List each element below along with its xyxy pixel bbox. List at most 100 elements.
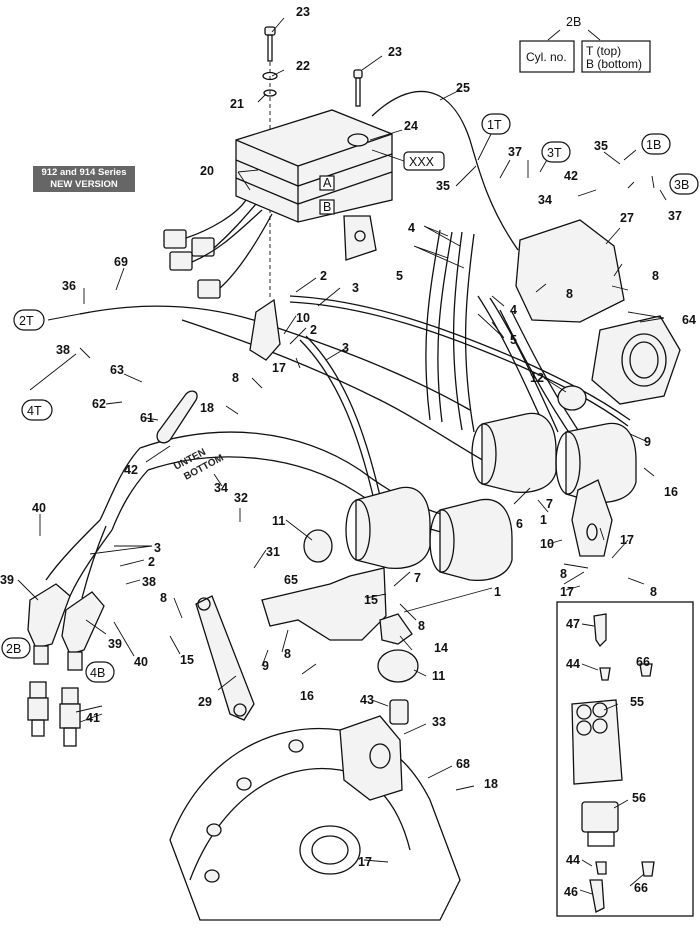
callout-27: 27 bbox=[620, 211, 634, 225]
callout-34: 34 bbox=[214, 481, 228, 495]
crankcase-area bbox=[169, 529, 461, 921]
legend-top-label: T (top) bbox=[586, 44, 621, 58]
callout-18: 18 bbox=[200, 401, 214, 415]
connector-b-label: B bbox=[323, 200, 331, 214]
svg-text:3T: 3T bbox=[547, 146, 562, 160]
part-number-callouts: 23 23 22 21 25 24 20 37 35 35 42 34 37 2… bbox=[0, 5, 696, 899]
callout-44: 44 bbox=[566, 853, 580, 867]
legend-cyl-label: Cyl. no. bbox=[526, 50, 567, 64]
callout-8: 8 bbox=[560, 567, 567, 581]
callout-17: 17 bbox=[272, 361, 286, 375]
callout-68: 68 bbox=[456, 757, 470, 771]
callout-39: 39 bbox=[0, 573, 14, 587]
svg-text:1T: 1T bbox=[487, 118, 502, 132]
callout-3: 3 bbox=[342, 341, 349, 355]
callout-15: 15 bbox=[364, 593, 378, 607]
callout-31: 31 bbox=[266, 545, 280, 559]
callout-4: 4 bbox=[408, 221, 415, 235]
cylinder-tag-2B: 2B bbox=[1, 637, 31, 659]
callout-37: 37 bbox=[508, 145, 522, 159]
callout-69: 69 bbox=[114, 255, 128, 269]
callout-8: 8 bbox=[652, 269, 659, 283]
callout-42: 42 bbox=[564, 169, 578, 183]
legend-code: 2B bbox=[566, 15, 581, 29]
callout-38: 38 bbox=[56, 343, 70, 357]
callout-63: 63 bbox=[110, 363, 124, 377]
callout-8: 8 bbox=[232, 371, 239, 385]
callout-18: 18 bbox=[484, 777, 498, 791]
intake-flange bbox=[515, 219, 681, 411]
callout-65: 65 bbox=[284, 573, 298, 587]
callout-15: 15 bbox=[180, 653, 194, 667]
cylinder-tag-4B: 4B bbox=[85, 661, 115, 683]
svg-text:3B: 3B bbox=[674, 178, 689, 192]
callout-8: 8 bbox=[566, 287, 573, 301]
callout-22: 22 bbox=[296, 59, 310, 73]
callout-8: 8 bbox=[418, 619, 425, 633]
svg-text:2B: 2B bbox=[6, 642, 21, 656]
callout-23: 23 bbox=[296, 5, 310, 19]
callout-2: 2 bbox=[148, 555, 155, 569]
callout-34: 34 bbox=[538, 193, 552, 207]
callout-3: 3 bbox=[352, 281, 359, 295]
callout-7: 7 bbox=[546, 497, 553, 511]
callout-36: 36 bbox=[62, 279, 76, 293]
svg-text:2T: 2T bbox=[19, 314, 34, 328]
coil-front-left bbox=[345, 486, 431, 570]
callout-16: 16 bbox=[300, 689, 314, 703]
callout-25: 25 bbox=[456, 81, 470, 95]
callout-40: 40 bbox=[134, 655, 148, 669]
callout-17: 17 bbox=[620, 533, 634, 547]
callout-20: 20 bbox=[200, 164, 214, 178]
callout-14: 14 bbox=[434, 641, 448, 655]
callout-11: 11 bbox=[432, 669, 445, 683]
callout-56: 56 bbox=[632, 791, 646, 805]
cylinder-tag-2T: 2T bbox=[13, 309, 45, 331]
callout-43: 43 bbox=[360, 693, 374, 707]
callout-40: 40 bbox=[32, 501, 46, 515]
callout-17: 17 bbox=[560, 585, 574, 599]
callout-44: 44 bbox=[566, 657, 580, 671]
callout-9: 9 bbox=[644, 435, 651, 449]
callout-33: 33 bbox=[432, 715, 446, 729]
callout-23: 23 bbox=[388, 45, 402, 59]
cylinder-tags: 1T 3T 1B 3B 2T 4T 2B 4B bbox=[1, 113, 699, 683]
cylinder-tag-3B: 3B bbox=[669, 173, 699, 195]
callout-6: 6 bbox=[516, 517, 523, 531]
callout-47: 47 bbox=[566, 617, 580, 631]
coil-front-right bbox=[429, 498, 513, 582]
cylinder-tag-1T: 1T bbox=[481, 113, 511, 135]
series-badge-line2: NEW VERSION bbox=[50, 179, 118, 190]
svg-text:4T: 4T bbox=[27, 404, 42, 418]
leader-lines bbox=[17, 17, 667, 895]
connector-xxx-label: XXX bbox=[409, 155, 435, 169]
cylinder-tag-4T: 4T bbox=[21, 399, 53, 421]
svg-text:1B: 1B bbox=[646, 138, 661, 152]
electronic-module: A B XXX bbox=[163, 26, 519, 300]
callout-5: 5 bbox=[396, 269, 403, 283]
callout-62: 62 bbox=[92, 397, 106, 411]
series-badge-line1: 912 and 914 Series bbox=[41, 167, 127, 178]
cylinder-legend: 2B Cyl. no. T (top) B (bottom) bbox=[519, 15, 651, 73]
callout-10: 10 bbox=[540, 537, 554, 551]
cylinder-tag-1B: 1B bbox=[641, 133, 671, 155]
svg-text:4B: 4B bbox=[90, 666, 105, 680]
callout-1: 1 bbox=[494, 585, 501, 599]
callout-37: 37 bbox=[668, 209, 682, 223]
callout-61: 61 bbox=[140, 411, 154, 425]
callout-66: 66 bbox=[634, 881, 648, 895]
callout-21: 21 bbox=[230, 97, 244, 111]
callout-17: 17 bbox=[358, 855, 372, 869]
callout-8: 8 bbox=[160, 591, 167, 605]
callout-5: 5 bbox=[510, 333, 517, 347]
callout-7: 7 bbox=[414, 571, 421, 585]
callout-16: 16 bbox=[664, 485, 678, 499]
callout-66: 66 bbox=[636, 655, 650, 669]
callout-2: 2 bbox=[320, 269, 327, 283]
callout-42: 42 bbox=[124, 463, 138, 477]
callout-10: 10 bbox=[296, 311, 310, 325]
coil-rear-left bbox=[471, 412, 557, 494]
callout-35: 35 bbox=[594, 139, 608, 153]
series-badge: 912 and 914 Series NEW VERSION bbox=[33, 166, 135, 192]
